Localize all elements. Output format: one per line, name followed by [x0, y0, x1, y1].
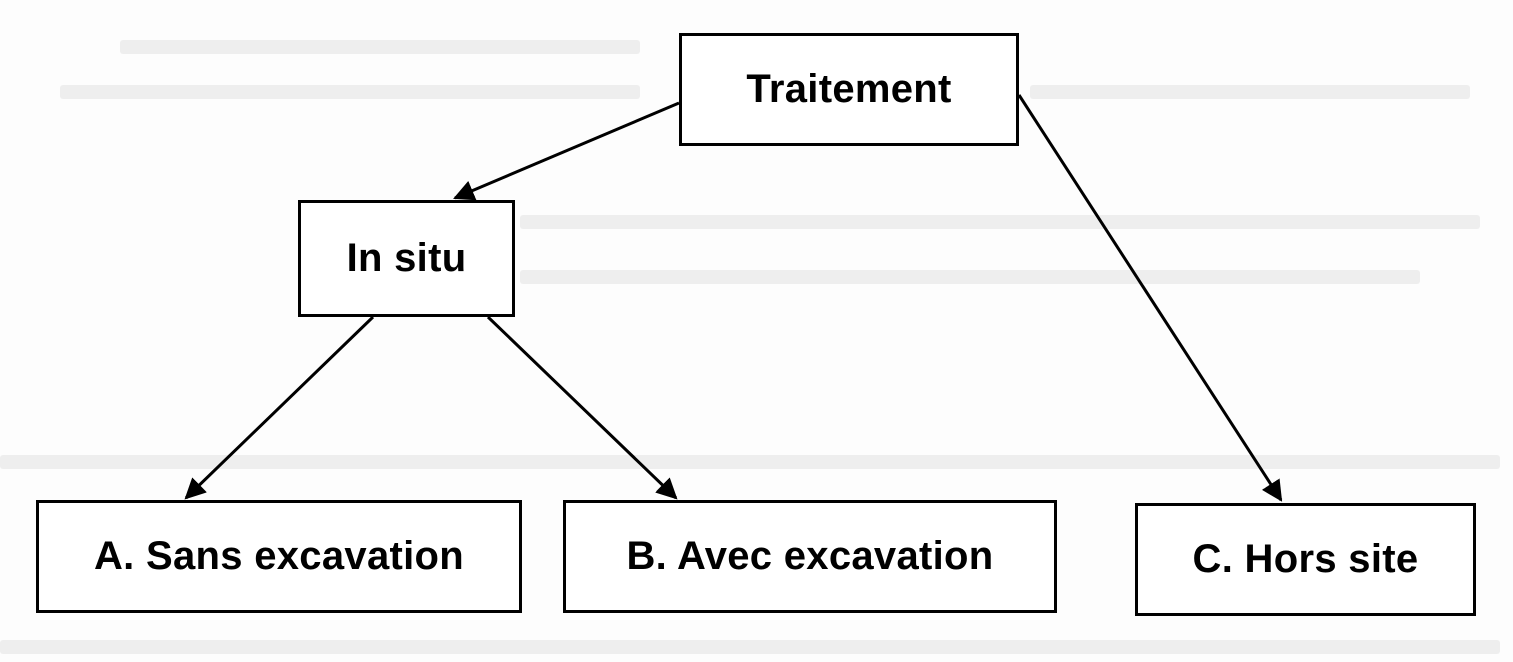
node-avec-excavation: B. Avec excavation [563, 500, 1057, 613]
edge-in-situ-to-avec-excavation [486, 315, 678, 500]
node-avec-excavation-label: B. Avec excavation [626, 534, 994, 578]
node-in-situ: In situ [298, 200, 515, 317]
node-sans-excavation-label: A. Sans excavation [93, 534, 464, 578]
background-bleed [520, 215, 1480, 229]
background-bleed [120, 40, 640, 54]
node-traitement-label: Traitement [746, 67, 952, 111]
node-sans-excavation: A. Sans excavation [36, 500, 522, 613]
edge-traitement-to-hors-site [1017, 94, 1283, 502]
node-hors-site: C. Hors site [1135, 503, 1476, 616]
background-bleed [1030, 85, 1470, 99]
background-bleed [520, 270, 1420, 284]
background-bleed [0, 640, 1500, 654]
node-traitement: Traitement [679, 33, 1019, 146]
background-bleed [0, 455, 1500, 469]
node-in-situ-label: In situ [346, 236, 467, 280]
edge-traitement-to-in-situ [453, 101, 680, 201]
edge-in-situ-to-sans-excavation [184, 315, 375, 500]
background-bleed [60, 85, 640, 99]
node-hors-site-label: C. Hors site [1192, 537, 1419, 581]
